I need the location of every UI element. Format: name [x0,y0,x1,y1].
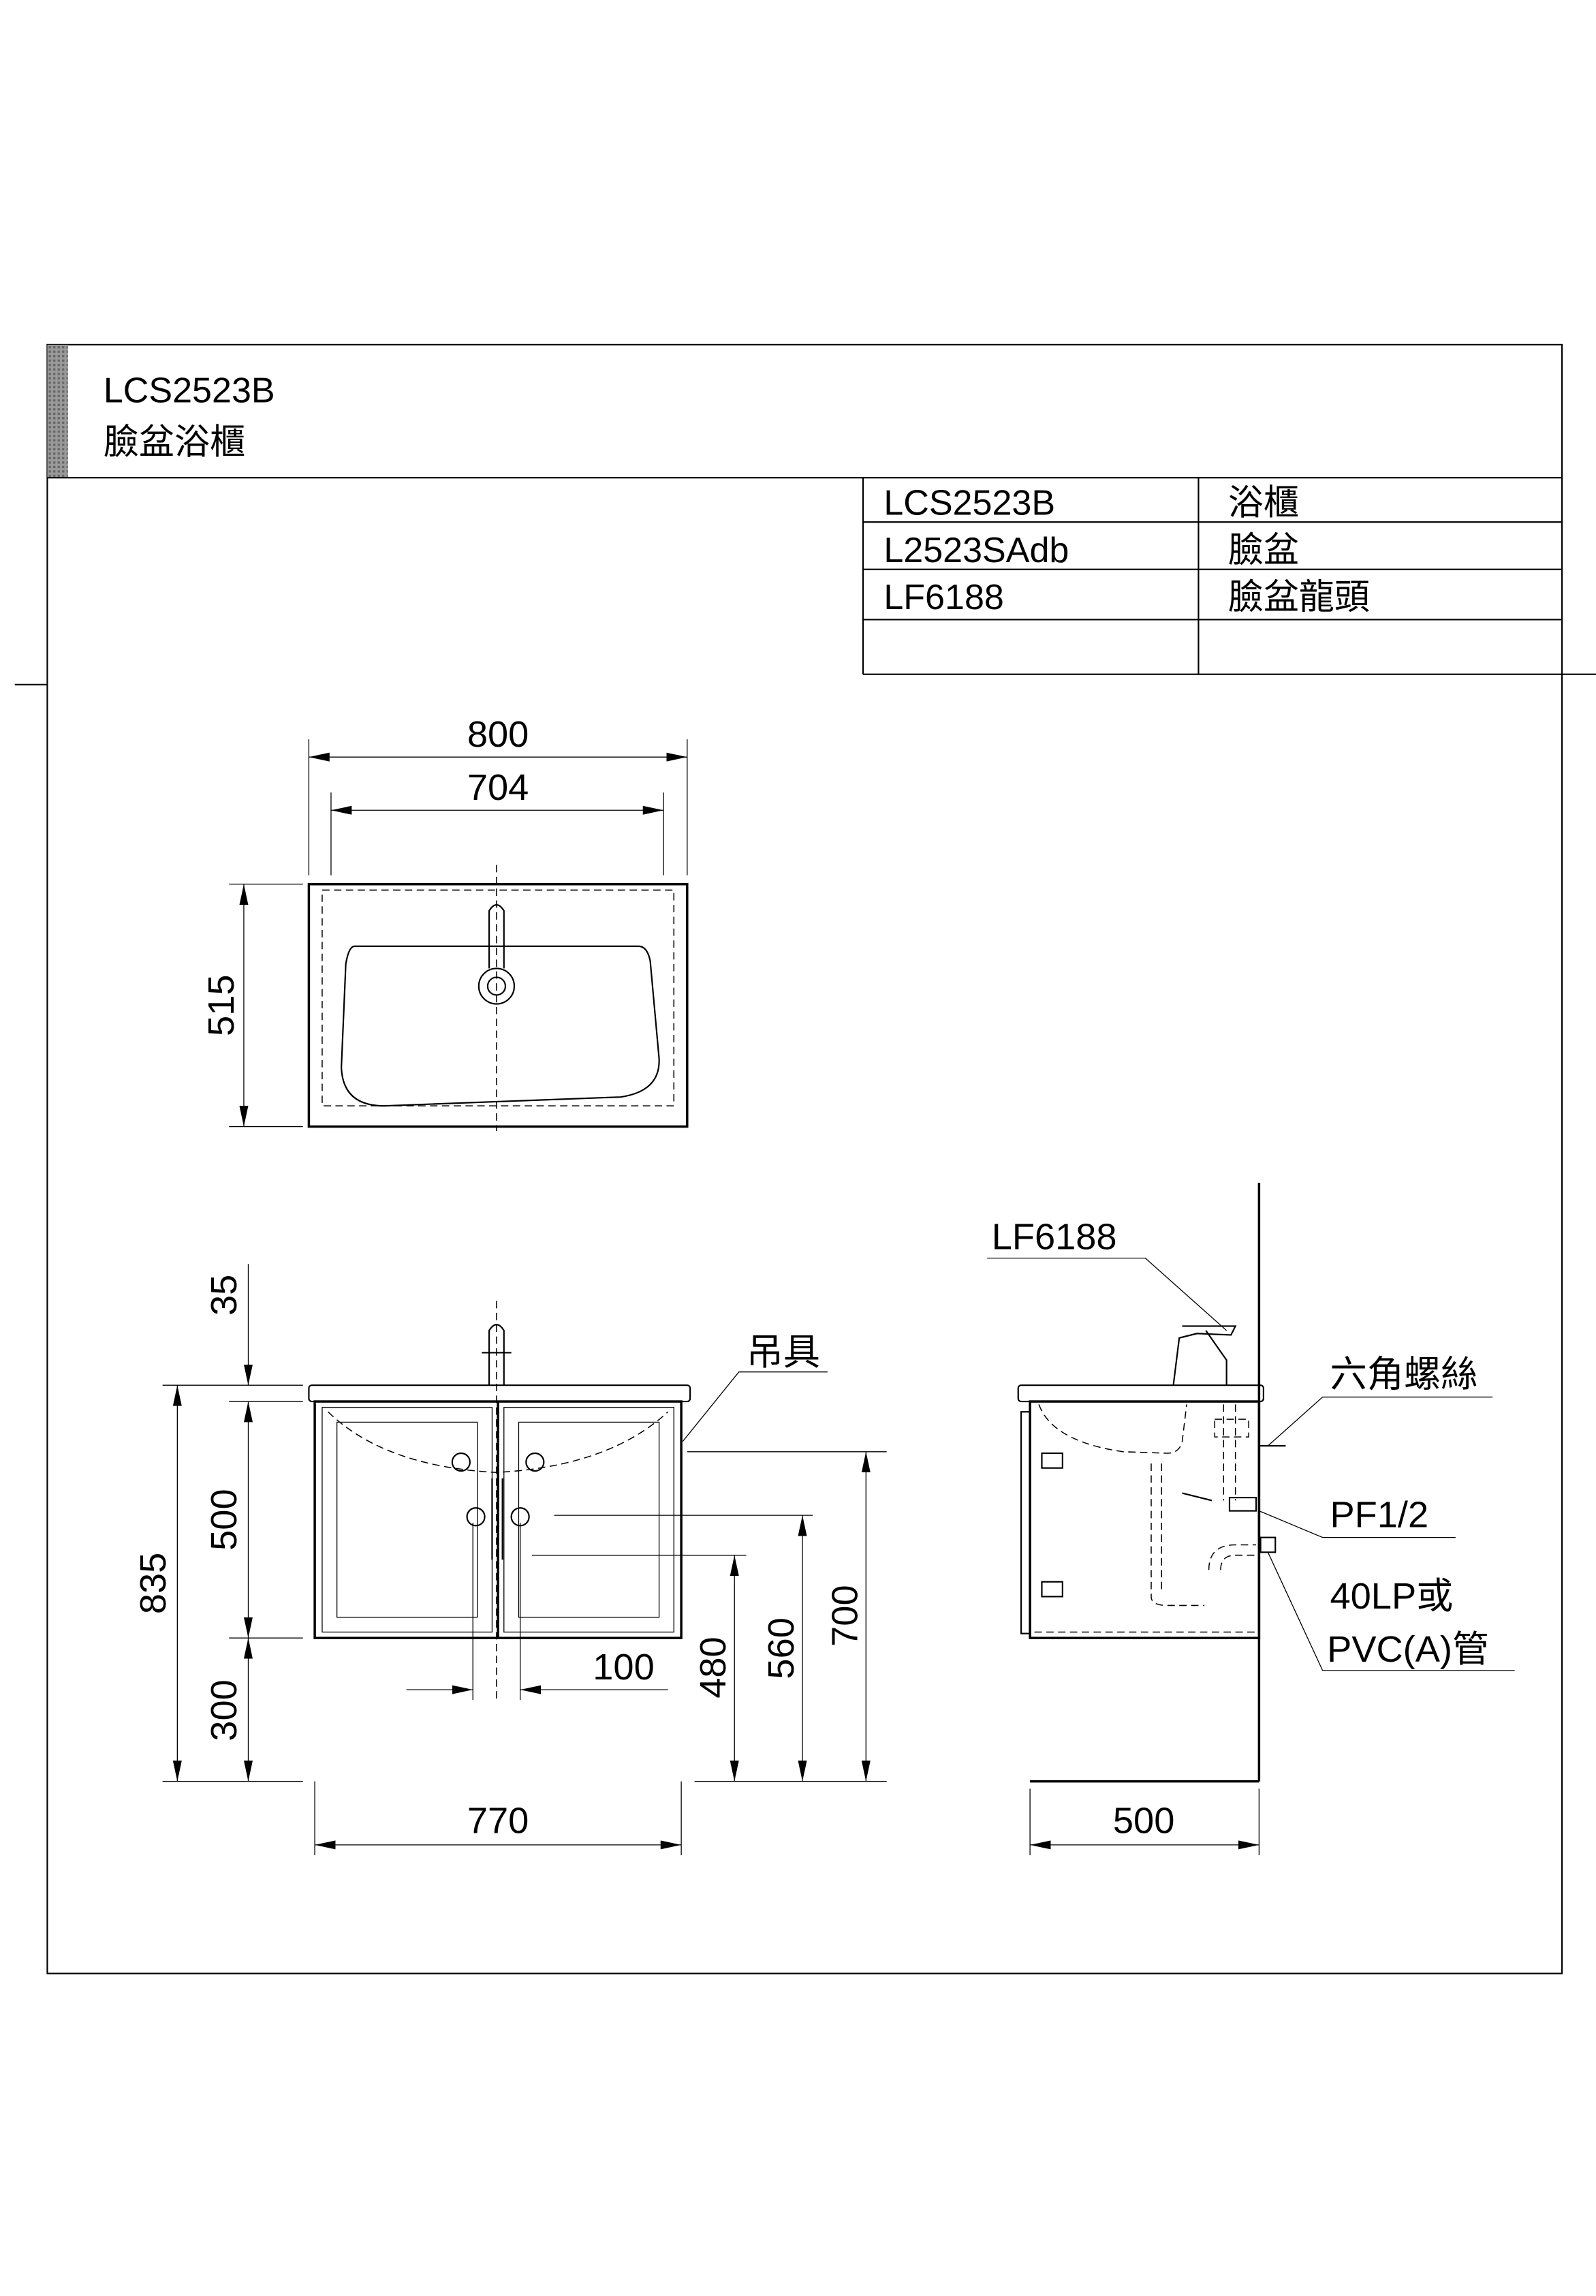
dim-overall-width: 800 [467,714,529,755]
dim-480: 480 [693,1636,734,1698]
screw-label: 六角螺絲 [1330,1354,1478,1395]
dim-depth: 515 [201,974,242,1036]
title-block: LCS2523B 臉盆浴櫃 [104,371,275,463]
dim-side-depth: 500 [1113,1801,1174,1842]
dim-cabinet-height: 500 [204,1489,245,1550]
supply-label: PF1/2 [1330,1494,1429,1535]
dim-basin-width: 704 [467,767,529,808]
table-cell-desc: 浴櫃 [1228,483,1299,523]
table-cell-code: LF6188 [883,578,1004,617]
drain-label-line2: PVC(A)管 [1327,1629,1489,1670]
dim-top-thickness: 35 [204,1275,245,1316]
dim-560: 560 [761,1617,802,1679]
dim-width: 770 [467,1801,529,1842]
table-cell-desc: 臉盆 [1228,531,1299,570]
parts-table: LCS2523B 浴櫃 L2523SAdb 臉盆 LF6188 臉盆龍頭 [862,478,1563,675]
table-cell-code: LCS2523B [883,483,1055,523]
faucet-label: LF6188 [992,1217,1117,1258]
dim-floor-gap: 300 [204,1679,245,1741]
dim-700: 700 [824,1585,865,1646]
dim-total-height: 835 [133,1553,174,1614]
hanger-label: 吊具 [747,1332,820,1373]
product-name: 臉盆浴櫃 [104,422,245,462]
table-cell-code: L2523SAdb [883,531,1069,570]
model-title: LCS2523B [104,371,275,411]
table-cell-desc: 臉盆龍頭 [1228,578,1370,617]
dim-center-offset: 100 [593,1647,654,1688]
drawing-frame [14,343,1596,1974]
drain-label-line1: 40LP或 [1330,1576,1454,1617]
side-view: 500 LF6188 六角螺絲 PF1/2 40LP或 PVC(A)管 [987,1182,1515,1856]
front-view: 835 35 500 300 770 100 480 560 700 吊具 [133,1264,887,1856]
top-view: 800 704 515 [201,714,689,1132]
